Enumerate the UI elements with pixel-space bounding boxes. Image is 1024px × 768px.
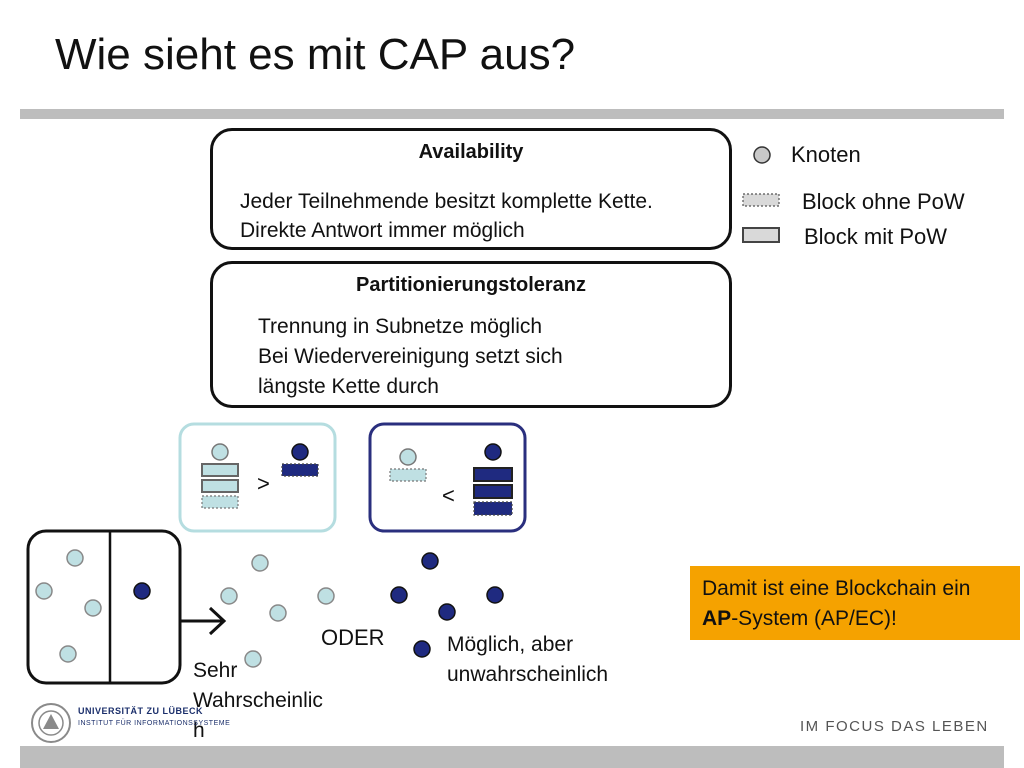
legend-block-no-pow-icon: [742, 193, 780, 207]
legend-block-pow-icon: [742, 227, 780, 243]
institute-name: INSTITUT FÜR INFORMATIONSSYSTEME: [78, 720, 231, 727]
comparison-panel-dark: [368, 422, 527, 533]
likely-line-2: Wahrscheinlic: [193, 689, 323, 712]
slide-title: Wie sieht es mit CAP aus?: [55, 30, 576, 79]
availability-line-2: Direkte Antwort immer möglich: [240, 219, 525, 242]
comparison-less: <: [442, 483, 455, 508]
or-label: ODER: [321, 625, 385, 650]
partition-title: Partitionierungstoleranz: [355, 274, 587, 296]
partition-line-2: Bei Wiedervereinigung setzt sich: [258, 345, 563, 368]
bottom-bar: [20, 746, 1004, 768]
availability-line-1: Jeder Teilnehmende besitzt komplette Ket…: [240, 190, 653, 213]
legend-node-icon: [753, 146, 771, 164]
likely-line-1: Sehr: [193, 659, 238, 682]
availability-title: Availability: [418, 141, 524, 163]
legend-node-label: Knoten: [791, 142, 861, 167]
comparison-greater: >: [257, 471, 270, 496]
university-motto: IM FOCUS DAS LEBEN: [800, 718, 989, 735]
partition-box: Partitionierungstoleranz Trennung in Sub…: [210, 261, 732, 408]
university-seal-icon: [31, 703, 71, 743]
callout-line-1: Damit ist eine Blockchain ein: [702, 577, 971, 600]
partitioned-network-diagram: [26, 529, 227, 685]
callout-ap-bold: AP: [702, 607, 732, 630]
partition-line-1: Trennung in Subnetze möglich: [258, 315, 543, 338]
likely-line-3: h: [193, 719, 205, 742]
availability-box: Availability Jeder Teilnehmende besitzt …: [210, 128, 732, 250]
conclusion-callout: Damit ist eine Blockchain ein AP-System …: [690, 566, 1020, 640]
unlikely-line-1: Möglich, aber: [447, 633, 574, 656]
outcome-light-nodes: [220, 554, 335, 668]
unlikely-line-2: unwahrscheinlich: [447, 663, 609, 686]
legend-block-no-pow-label: Block ohne PoW: [802, 189, 965, 214]
top-divider: [20, 109, 1004, 119]
legend-block-pow-label: Block mit PoW: [804, 224, 948, 249]
callout-line-2-rest: -System (AP/EC)!: [731, 607, 897, 630]
partition-line-3: längste Kette durch: [258, 375, 439, 398]
comparison-panel-light: [178, 422, 337, 533]
callout-line-2: AP-System (AP/EC)!: [702, 604, 1008, 634]
university-name: UNIVERSITÄT ZU LÜBECK: [78, 706, 203, 716]
outcome-dark-nodes: [390, 552, 504, 658]
